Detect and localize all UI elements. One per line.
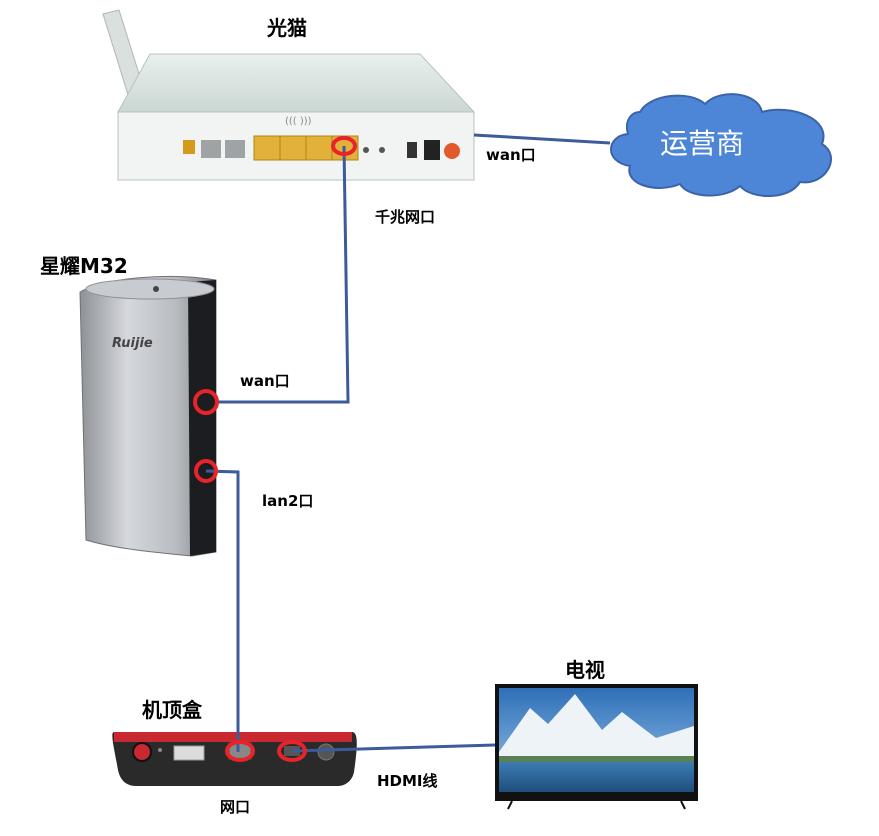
label-stb-net: 网口 bbox=[220, 798, 251, 816]
modem-lid bbox=[117, 53, 476, 113]
label-gigabit-port: 千兆网口 bbox=[375, 208, 436, 226]
router-brand: Ruijie bbox=[112, 336, 153, 351]
highlight-router-wan bbox=[193, 389, 219, 415]
modem-wifi-mark: ((( ))) bbox=[285, 116, 312, 127]
isp-cloud bbox=[610, 93, 832, 198]
modem-title: 光猫 bbox=[267, 16, 307, 40]
router-device bbox=[79, 275, 217, 557]
cables bbox=[205, 133, 611, 753]
highlight-stb-net bbox=[225, 740, 255, 762]
label-hdmi: HDMI线 bbox=[377, 772, 438, 790]
stb-title: 机顶盒 bbox=[142, 698, 202, 722]
tv-title: 电视 bbox=[565, 658, 605, 682]
label-router-wan: wan口 bbox=[240, 372, 290, 390]
stb-device bbox=[112, 732, 357, 786]
highlight-router-lan bbox=[194, 459, 218, 483]
highlight-stb-hdmi bbox=[277, 740, 307, 762]
modem-device: ((( ))) bbox=[102, 9, 476, 181]
cable-stb-tv bbox=[291, 743, 496, 753]
highlight-modem-eth bbox=[331, 136, 357, 156]
modem-power-button bbox=[444, 143, 460, 159]
cable-modem-isp bbox=[473, 133, 611, 145]
label-modem-wan: wan口 bbox=[486, 146, 536, 164]
tv-device bbox=[495, 684, 698, 810]
cloud-label: 运营商 bbox=[660, 127, 745, 160]
label-router-lan2: lan2口 bbox=[262, 492, 314, 510]
router-title: 星耀M32 bbox=[40, 254, 128, 278]
port-highlights bbox=[193, 136, 357, 762]
cable-modem-router bbox=[218, 145, 350, 404]
